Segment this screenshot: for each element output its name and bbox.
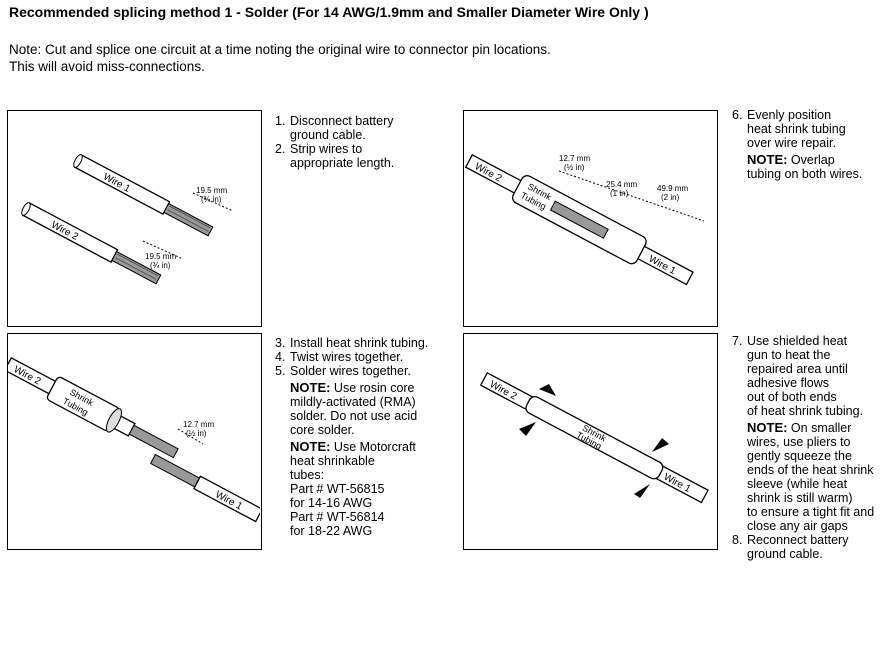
figure-position-tubing: Wire 2 Wire 1 Shrink Tubing 12.7 mm (½ i… bbox=[463, 110, 718, 327]
dim-label-2: 19.5 mm bbox=[145, 252, 176, 261]
dim-label-3: 49.9 mm bbox=[657, 184, 688, 193]
dim-label-1: 12.7 mm bbox=[183, 420, 214, 429]
dim-label-1b: (¾ in) bbox=[201, 195, 222, 204]
part-number-1: Part # WT-56815 bbox=[290, 482, 385, 496]
note-smaller-wires: NOTE: On smaller bbox=[747, 420, 852, 436]
figure-heat-shrink: Wire 2 Wire 1 Shrink Tubing bbox=[463, 333, 718, 550]
dim-label-2b: (1 in) bbox=[610, 189, 629, 198]
dim-label-2: 25.4 mm bbox=[606, 180, 637, 189]
position-tubing-illustration: Wire 2 Wire 1 Shrink Tubing 12.7 mm (½ i… bbox=[464, 153, 705, 286]
dim-label-1b: (½ in) bbox=[564, 163, 585, 172]
figure-install-tubing: Wire 2 Shrink Tubing Wire 1 12.7 mm (½ i… bbox=[7, 333, 262, 550]
heat-arrows bbox=[519, 384, 669, 498]
install-tubing-illustration: Wire 2 Shrink Tubing Wire 1 12.7 mm (½ i… bbox=[8, 356, 260, 523]
part-number-2: Part # WT-56814 bbox=[290, 510, 385, 524]
dim-label-1: 19.5 mm bbox=[196, 186, 227, 195]
intro-note: Note: Cut and splice one circuit at a ti… bbox=[9, 41, 551, 75]
step-5: 5.Solder wires together. NOTE: Use rosin… bbox=[275, 364, 428, 538]
intro-note-line-1: Note: Cut and splice one circuit at a ti… bbox=[9, 42, 551, 57]
note-rosin: NOTE: Use rosin core bbox=[290, 380, 415, 396]
steps-3-5: 3.Install heat shrink tubing. 4.Twist wi… bbox=[275, 336, 428, 538]
dim-label-1b: (½ in) bbox=[186, 429, 207, 438]
dim-label-1: 12.7 mm bbox=[559, 154, 590, 163]
page-title: Recommended splicing method 1 - Solder (… bbox=[9, 4, 649, 20]
intro-note-line-2: This will avoid miss-connections. bbox=[9, 59, 205, 74]
heat-shrink-illustration: Wire 2 Wire 1 Shrink Tubing bbox=[479, 371, 709, 504]
strip-wires-illustration: Wire 1 Wire 2 19.5 mm (¾ in) 19.5 mm (¾ … bbox=[21, 153, 234, 285]
note-motorcraft: NOTE: Use Motorcraft bbox=[290, 439, 416, 455]
step-3: 3.Install heat shrink tubing. bbox=[275, 336, 429, 350]
step-4: 4.Twist wires together. bbox=[275, 350, 404, 364]
dim-label-3b: (2 in) bbox=[661, 193, 680, 202]
figure-strip-wires: Wire 1 Wire 2 19.5 mm (¾ in) 19.5 mm (¾ … bbox=[7, 110, 262, 327]
dim-label-2b: (¾ in) bbox=[150, 261, 171, 270]
note-overlap: NOTE: Overlap bbox=[747, 152, 835, 168]
